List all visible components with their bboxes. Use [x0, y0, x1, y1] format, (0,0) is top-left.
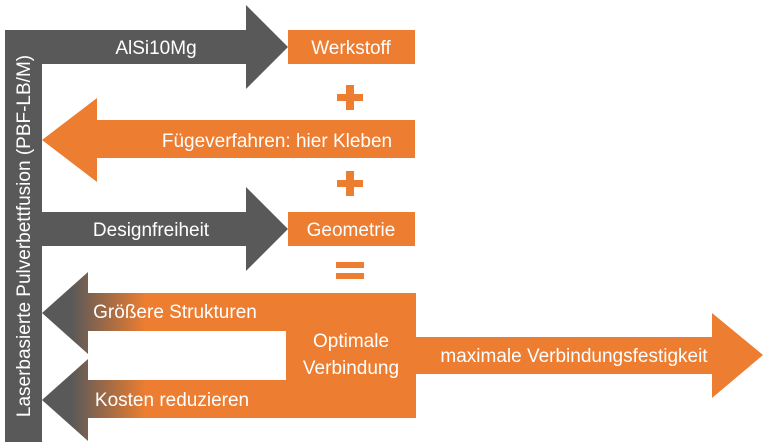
design-arrow-label: Designfreiheit	[93, 220, 210, 241]
max-strength-label: maximale Verbindungsfestigkeit	[440, 346, 708, 367]
cost-reduction-label: Kosten reduzieren	[95, 390, 249, 411]
vertical-process-bar	[5, 30, 42, 442]
larger-structures-arrow	[42, 272, 288, 354]
max-strength-arrow	[415, 313, 763, 398]
material-box-label: Werkstoff	[311, 38, 391, 59]
optimal-connection-box	[286, 293, 416, 418]
joining-arrow	[42, 98, 415, 182]
plus-operator-2	[337, 171, 363, 196]
design-arrow	[42, 187, 288, 271]
joining-arrow-label: Fügeverfahren: hier Kleben	[162, 131, 392, 152]
material-box	[288, 30, 415, 64]
geometry-box	[288, 212, 415, 246]
plus-operator-1	[337, 85, 363, 110]
larger-structures-label: Größere Strukturen	[93, 302, 257, 323]
optimal-connection-label-line2: Verbindung	[303, 358, 399, 379]
material-arrow-label: AlSi10Mg	[115, 38, 196, 59]
equals-operator	[336, 262, 364, 279]
vertical-process-label: Laserbasierte Pulverbettfusion (PBF-LB/M…	[14, 55, 35, 417]
optimal-connection-label-line1: Optimale	[313, 331, 389, 352]
cost-reduction-arrow	[42, 359, 288, 441]
geometry-box-label: Geometrie	[307, 220, 396, 241]
material-arrow	[42, 5, 288, 89]
